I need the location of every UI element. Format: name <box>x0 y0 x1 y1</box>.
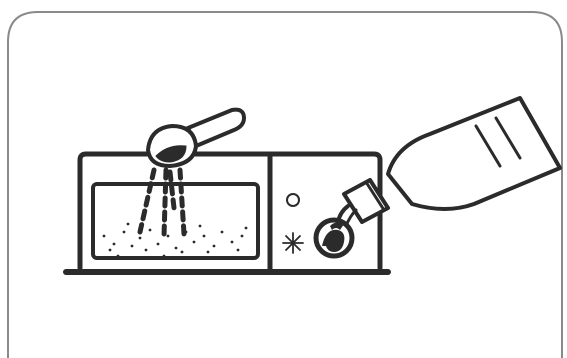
sun-indicator-icon <box>283 233 303 253</box>
rinse-aid-swirl <box>322 222 344 252</box>
liquid-bottle-icon <box>344 98 560 222</box>
powder-stream <box>140 170 184 236</box>
powder-scoop-icon <box>148 110 244 166</box>
indicator-circle-icon <box>287 194 299 206</box>
powder-dots <box>103 223 248 258</box>
